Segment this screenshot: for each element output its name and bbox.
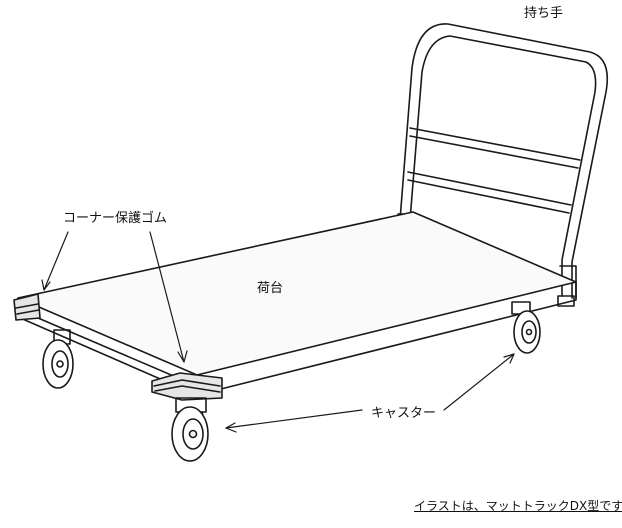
corner-guard-left bbox=[13, 293, 41, 321]
corner-guard-label: コーナー保護ゴム bbox=[63, 211, 168, 226]
handle-label: 持ち手 bbox=[524, 6, 564, 21]
corner-guard-front bbox=[151, 372, 223, 401]
caster-rear-left bbox=[42, 329, 74, 389]
caster-rear-right bbox=[511, 301, 541, 354]
deck-label: 荷台 bbox=[257, 281, 284, 296]
illustration-caption: イラストは、マットトラックDX型です bbox=[414, 499, 622, 513]
deck-platform bbox=[17, 211, 577, 396]
caster-front-left bbox=[171, 397, 209, 462]
handle-frame bbox=[397, 23, 609, 299]
leader-arrows bbox=[41, 231, 515, 433]
caster-label: キャスター bbox=[371, 406, 437, 421]
caster-front-right bbox=[557, 295, 575, 307]
